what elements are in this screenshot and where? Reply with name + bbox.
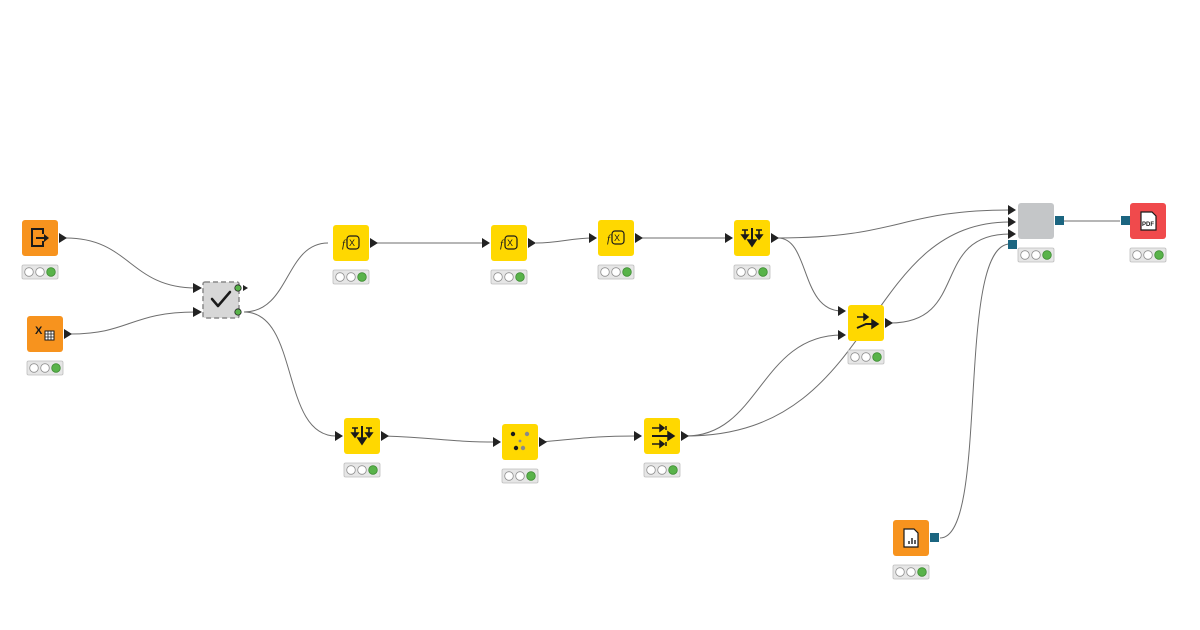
svg-text:X: X (614, 233, 620, 243)
node-status-traffic-light (643, 462, 681, 478)
node-status-traffic-light (892, 564, 930, 580)
connections (65, 209, 1120, 539)
node-status-traffic-light (1017, 247, 1055, 263)
node-status-traffic-light (501, 468, 539, 484)
output-port-ok[interactable] (234, 284, 242, 292)
connection (777, 237, 843, 312)
merge-arrow-icon (856, 312, 880, 330)
svg-text:PDF: PDF (1142, 222, 1154, 228)
excel-icon: X (35, 325, 55, 341)
output-port[interactable] (885, 318, 893, 328)
sort-down-icon (740, 228, 764, 248)
node-column-merger[interactable] (838, 305, 893, 365)
svg-text:f: f (342, 238, 347, 250)
input-port[interactable] (335, 431, 343, 441)
connection (685, 334, 843, 437)
connection (939, 243, 1011, 539)
node-string-manipulation-3[interactable]: f X (589, 220, 643, 280)
input-port[interactable] (193, 283, 202, 293)
node-status-traffic-light (733, 264, 771, 280)
function-x-icon: f X (342, 235, 360, 250)
svg-text:X: X (35, 325, 43, 337)
report-file-icon (903, 528, 919, 548)
svg-text:X: X (349, 238, 355, 248)
svg-text:f: f (500, 238, 505, 250)
node-pdf-writer[interactable]: PDF (1121, 203, 1167, 263)
connection (243, 311, 337, 437)
connection (383, 435, 497, 443)
node-status-traffic-light (332, 269, 370, 285)
sort-down-icon (350, 426, 374, 446)
connection (541, 435, 639, 443)
node-rule-engine[interactable] (493, 424, 547, 484)
node-string-manipulation-2[interactable]: f X (482, 225, 536, 285)
output-port[interactable] (771, 233, 779, 243)
pdf-icon: PDF (1140, 211, 1157, 231)
output-port[interactable] (681, 431, 689, 441)
svg-text:f: f (607, 233, 612, 245)
node-status-traffic-light (21, 264, 59, 280)
dots-rule-icon (510, 431, 530, 451)
node-status-traffic-light (847, 349, 885, 365)
output-port[interactable] (528, 238, 536, 248)
report-output-port[interactable] (930, 533, 939, 542)
svg-text:X: X (507, 238, 513, 248)
node-status-traffic-light (343, 462, 381, 478)
node-excel-reader[interactable]: X (26, 316, 72, 376)
node-table-validator[interactable] (193, 281, 248, 319)
output-port[interactable] (381, 431, 389, 441)
input-port[interactable] (838, 306, 846, 316)
node-joiner[interactable] (634, 418, 689, 478)
input-port[interactable] (634, 431, 642, 441)
output-port[interactable] (59, 233, 67, 243)
output-port[interactable] (64, 329, 72, 339)
input-port[interactable] (482, 238, 490, 248)
report-output-port[interactable] (1055, 216, 1064, 225)
node-sorter-2[interactable] (335, 418, 389, 478)
output-port[interactable] (635, 233, 643, 243)
report-input-port[interactable] (1008, 240, 1017, 249)
exit-arrow-icon (31, 228, 49, 247)
connection (65, 237, 197, 289)
node-status-traffic-light (26, 360, 64, 376)
node-status-traffic-light (1129, 247, 1167, 263)
node-status-traffic-light (490, 269, 528, 285)
input-port[interactable] (838, 330, 846, 340)
function-x-icon: f X (500, 235, 518, 250)
input-port[interactable] (589, 233, 597, 243)
join-arrows-icon (652, 423, 676, 449)
node-excel-writer[interactable] (21, 220, 67, 280)
input-port[interactable] (725, 233, 733, 243)
node-report-template[interactable] (892, 520, 939, 580)
connection (777, 209, 1011, 239)
node-string-manipulation-1[interactable]: f X (332, 225, 378, 285)
node-report-component[interactable] (1008, 203, 1064, 263)
connection (535, 237, 595, 244)
connection (69, 311, 197, 335)
input-port[interactable] (493, 437, 501, 447)
input-port[interactable] (1008, 229, 1016, 239)
input-port[interactable] (1008, 205, 1016, 215)
node-status-traffic-light (597, 264, 635, 280)
function-x-icon: f X (607, 230, 625, 245)
output-port[interactable] (539, 437, 547, 447)
output-port-ok[interactable] (234, 308, 242, 316)
connection (243, 242, 329, 313)
connection (889, 233, 1011, 324)
checkmark-icon (210, 290, 232, 308)
input-port[interactable] (1008, 217, 1016, 227)
output-port[interactable] (370, 238, 378, 248)
input-port[interactable] (193, 307, 202, 317)
report-input-port[interactable] (1121, 216, 1130, 225)
node-sorter-1[interactable] (725, 220, 779, 280)
